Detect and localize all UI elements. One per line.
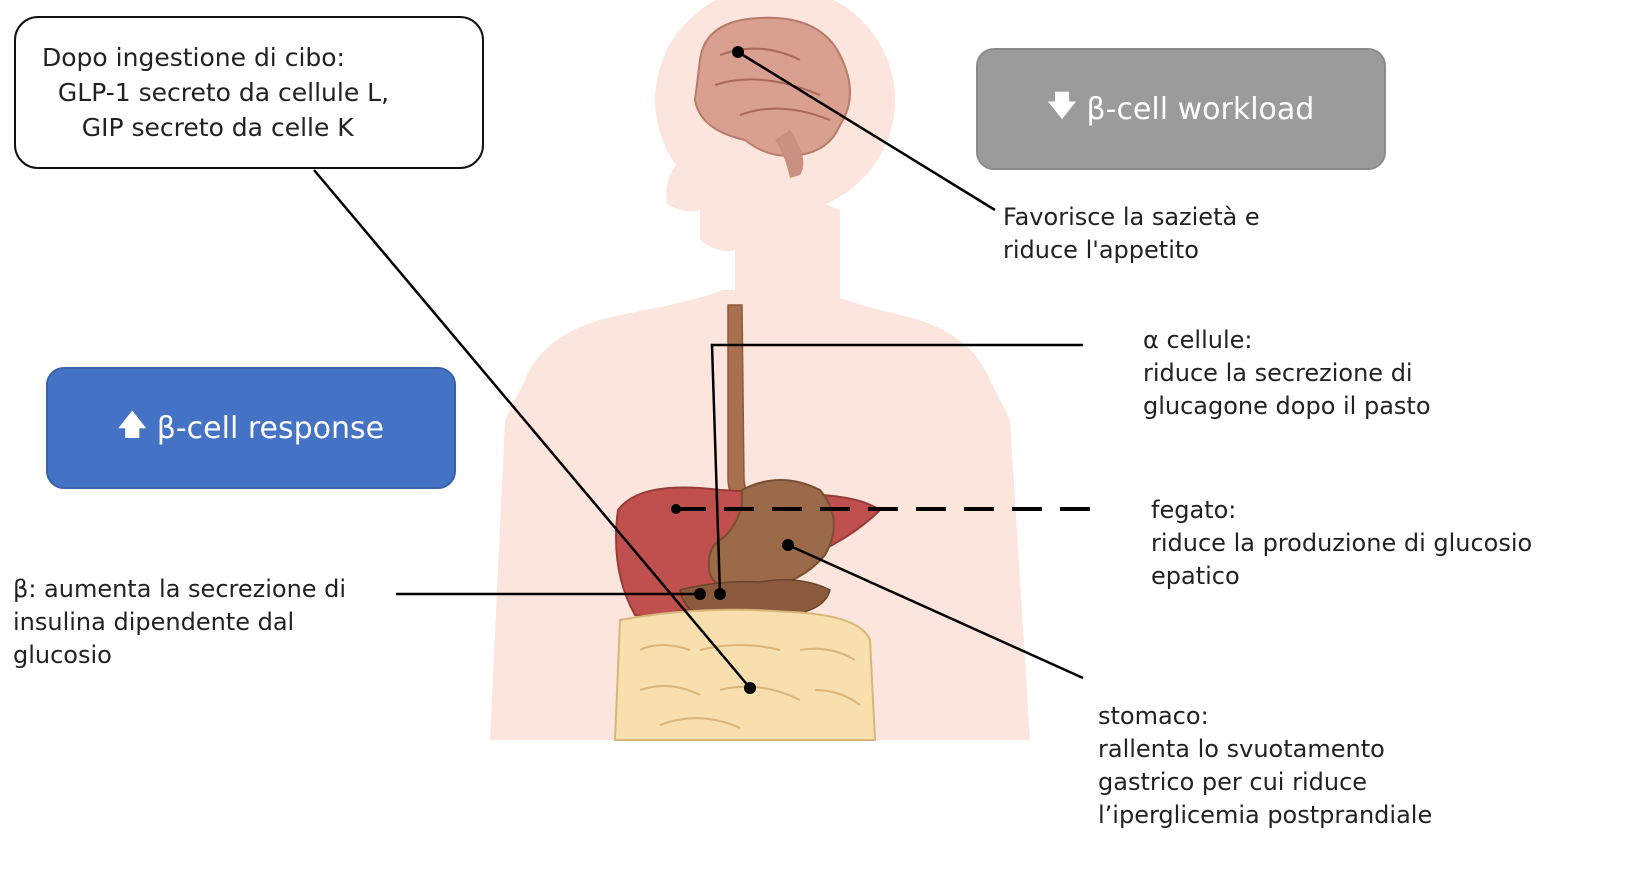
beta-cell-response-box: 🡅 β-cell response xyxy=(46,367,456,489)
intestines-organ xyxy=(615,610,875,740)
stomach-effect-label: stomaco: rallenta lo svuotamento gastric… xyxy=(1098,700,1432,832)
food-ingestion-callout: Dopo ingestione di cibo: GLP-1 secreto d… xyxy=(14,16,484,169)
beta-cell-effect-label: β: aumenta la secrezione di insulina dip… xyxy=(13,573,346,672)
callout-line-2: GLP-1 secreto da cellule L, xyxy=(42,75,389,110)
response-label: β-cell response xyxy=(157,411,384,446)
arrow-up-icon: 🡅 xyxy=(118,404,147,452)
brain-effect-label: Favorisce la sazietà e riduce l'appetito xyxy=(1003,201,1260,267)
liver-effect-label: fegato: riduce la produzione di glucosio… xyxy=(1151,494,1532,593)
callout-line-3: GIP secreto da celle K xyxy=(42,110,354,145)
arrow-down-icon: 🡇 xyxy=(1048,85,1077,133)
beta-cell-workload-box: 🡇 β-cell workload xyxy=(976,48,1386,170)
alpha-cell-effect-label: α cellule: riduce la secrezione di gluca… xyxy=(1143,324,1431,423)
workload-label: β-cell workload xyxy=(1086,92,1314,127)
callout-line-1: Dopo ingestione di cibo: xyxy=(42,40,345,75)
